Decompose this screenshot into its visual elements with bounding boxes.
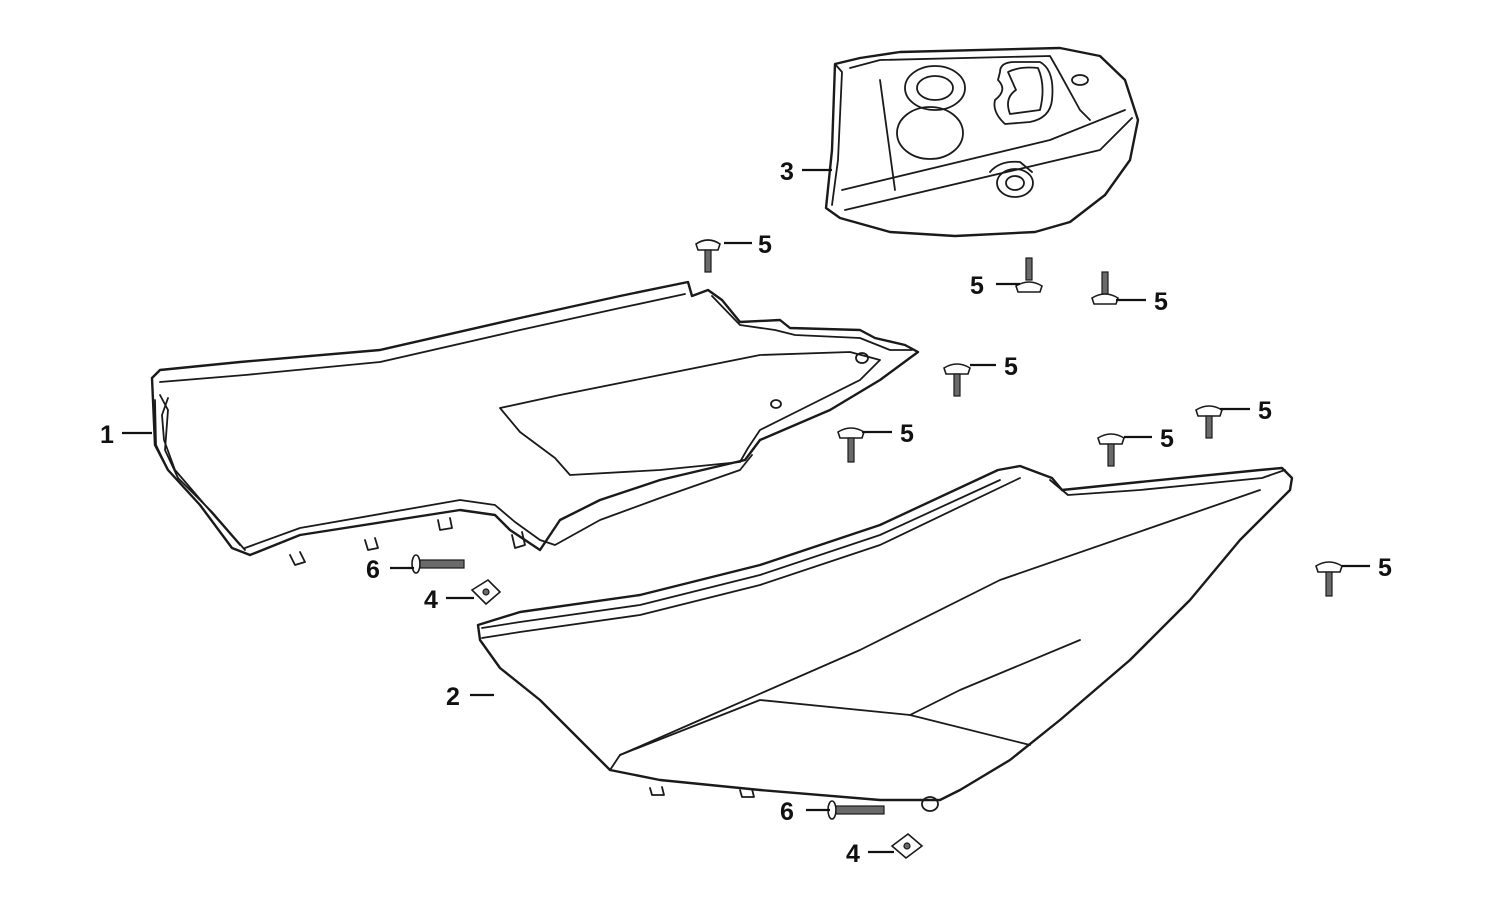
callout-5-c: 5	[1154, 288, 1168, 316]
callout-1: 1	[100, 421, 114, 449]
callout-5-a: 5	[758, 231, 772, 259]
screw-5-a	[695, 239, 721, 273]
screw-5-g	[1097, 433, 1125, 467]
callout-5-b: 5	[970, 272, 984, 300]
callout-labels: 1 2 3 5 5 5 5 5 5 5 5 6 6 4 4	[100, 158, 1392, 868]
screw-5-b	[1015, 257, 1043, 293]
tapping-screw-6-b	[827, 800, 885, 820]
screw-5-e	[837, 427, 865, 463]
callout-6-b: 6	[780, 798, 794, 826]
tapping-screw-6-a	[411, 554, 465, 574]
part-3-rear-tail-cover	[824, 46, 1140, 238]
callout-5-e: 5	[900, 420, 914, 448]
callout-5-g: 5	[1160, 425, 1174, 453]
callout-4-a: 4	[424, 586, 438, 614]
part-2-right-side-cover	[476, 464, 1294, 812]
screw-5-d	[943, 363, 971, 397]
callout-6-a: 6	[366, 556, 380, 584]
part-1-left-side-cover	[150, 280, 920, 566]
leader-lines	[122, 168, 1370, 854]
callout-4-b: 4	[846, 840, 860, 868]
callout-5-d: 5	[1004, 353, 1018, 381]
callout-5-f: 5	[1258, 397, 1272, 425]
callout-2: 2	[446, 683, 460, 711]
clip-nut-4-a	[470, 578, 502, 606]
screw-5-f	[1195, 405, 1223, 439]
screw-5-h	[1315, 561, 1343, 597]
callout-3: 3	[780, 158, 794, 186]
callout-5-h: 5	[1378, 554, 1392, 582]
clip-nut-4-b	[890, 832, 924, 860]
screw-5-c	[1091, 271, 1119, 305]
